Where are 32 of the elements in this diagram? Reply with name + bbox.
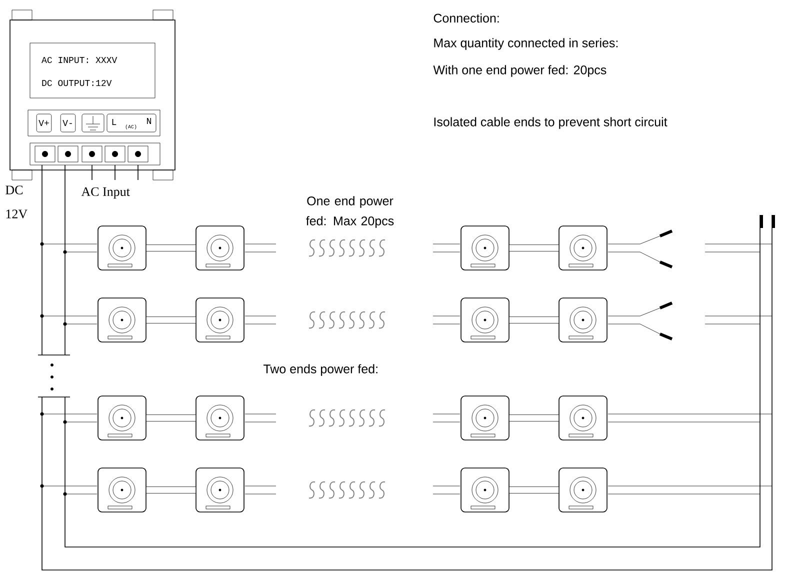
voltage-label: DC 12V [6,186,28,218]
led-module [98,226,146,270]
cable [509,244,559,252]
led-module [196,298,244,342]
cable [146,244,196,252]
led-module [98,396,146,440]
section-heading: Two ends power fed: [263,364,378,376]
led-module [460,396,510,440]
led-module [558,396,608,440]
note-text: Isolated cable ends to prevent short circuit [434,117,668,129]
led-module [558,298,608,342]
cable [146,316,196,324]
note-text: Max quantity connected in series: [434,38,618,50]
cable [146,486,196,494]
note-text: With one end power fed: 20pcs [433,65,606,77]
note-text: Connection: [434,13,499,23]
led-module [460,468,510,512]
led-module [558,468,608,512]
cable [509,316,559,324]
cable [509,486,559,494]
input-label: AC Input [81,187,130,199]
cable [509,414,559,422]
cable [146,414,196,422]
led-module [196,226,244,270]
led-module [98,298,146,342]
led-module [460,226,510,270]
led-module [460,298,510,342]
led-module [196,396,244,440]
led-module [98,468,146,512]
led-module [196,468,244,512]
led-module [558,226,608,270]
section-heading: One end power fed: Max 20pcs [306,196,394,228]
